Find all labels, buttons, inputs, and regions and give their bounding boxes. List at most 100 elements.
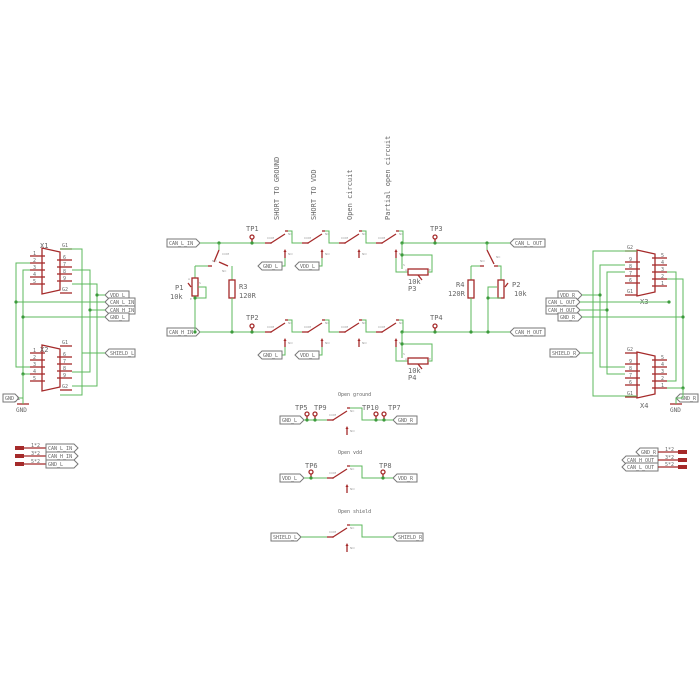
pin-label: S <box>403 352 405 356</box>
can-l-out-label[interactable] <box>509 238 546 248</box>
pin-label: NC <box>325 232 329 236</box>
relay-pivot <box>381 331 383 333</box>
pin-label: NO <box>325 252 330 256</box>
wire <box>606 271 625 375</box>
can-l-out-label-text: CAN_L_OUT <box>515 241 542 247</box>
pin-label: NC <box>399 232 403 236</box>
can-l-in-label-text: CAN_L_IN <box>169 241 193 247</box>
pin-number: 3 <box>661 369 664 375</box>
vdd-l-label[interactable] <box>294 261 320 271</box>
left-net-label[interactable] <box>279 415 305 425</box>
right-net-label-text: SHIELD_R <box>398 535 423 541</box>
bus-wire <box>325 230 339 244</box>
shield-pin-label: G1 <box>627 289 633 295</box>
relay-arm <box>332 527 348 538</box>
test-point-label: TP7 <box>388 404 401 412</box>
pin-number: 6 <box>63 352 66 358</box>
test-point-icon <box>432 323 438 329</box>
test-point-icon <box>249 234 255 240</box>
left-net-label[interactable] <box>279 473 305 483</box>
pin-number: 7 <box>629 271 632 277</box>
shield-l-label[interactable] <box>104 348 136 358</box>
connector-name: X4 <box>640 402 648 410</box>
gnd-r-label[interactable] <box>557 312 583 322</box>
header-net-label[interactable] <box>45 443 79 453</box>
relay-pivot <box>307 242 309 244</box>
right-net-label[interactable] <box>392 415 418 425</box>
gnd-l-label[interactable] <box>257 350 283 360</box>
r4-name: R4 <box>456 281 464 289</box>
dsub-connector <box>41 247 61 295</box>
potentiometer <box>407 357 429 365</box>
left-net-label-text: SHIELD_L <box>273 535 297 541</box>
fault-title: Open ground <box>338 392 371 398</box>
wire <box>22 269 30 375</box>
pin-label: NO <box>350 546 355 550</box>
can-l-out-label[interactable] <box>545 297 581 307</box>
test-point-label: TP6 <box>305 462 318 470</box>
left-net-label-text: VDD_L <box>282 476 297 482</box>
pin-label: COM <box>329 471 336 475</box>
can-h-out-label[interactable] <box>509 327 546 337</box>
header-label: 3*2 <box>31 451 40 457</box>
pin-number: 3 <box>33 265 36 271</box>
junction-node <box>433 330 437 334</box>
gnd-l-label-bottom[interactable] <box>2 393 20 403</box>
can-h-in-label[interactable] <box>166 327 201 337</box>
relay-arm <box>213 249 220 263</box>
wire <box>282 347 286 356</box>
header-net-label[interactable] <box>45 451 79 461</box>
pot-wiper <box>417 274 423 281</box>
pot-wiper <box>417 363 423 370</box>
header-net-label[interactable] <box>621 462 659 472</box>
header-net-label-text: GND_R <box>641 450 657 456</box>
gnd-l-label[interactable] <box>257 261 283 271</box>
bus-wire <box>288 319 302 333</box>
junction-node <box>382 418 386 422</box>
gnd-r-label-bottom[interactable] <box>675 393 699 403</box>
header-net-label[interactable] <box>45 459 79 469</box>
header-label: 1*2 <box>31 443 40 449</box>
shield-pin-label: G2 <box>627 347 633 353</box>
pin-header-icon <box>15 454 24 458</box>
potentiometer-p1 <box>191 277 199 297</box>
pin-label: COM <box>341 325 348 329</box>
left-net-label-text: GND_L <box>282 418 297 424</box>
junction-node <box>193 296 197 300</box>
test-point-icon <box>312 411 318 417</box>
arrow-icon <box>394 249 398 252</box>
wire <box>487 286 501 299</box>
component-line <box>218 261 229 267</box>
resistor-r4 <box>467 279 475 299</box>
right-net-label[interactable] <box>392 532 424 542</box>
can-h-out-label-text: CAN_H_OUT <box>548 308 575 314</box>
resistor-r3 <box>228 279 236 299</box>
pin-number: 4 <box>661 260 664 266</box>
left-net-label[interactable] <box>270 532 302 542</box>
vdd-l-label[interactable] <box>294 350 320 360</box>
pin-header-icon <box>15 446 24 450</box>
can-l-in-label[interactable] <box>166 238 201 248</box>
can-h-in-label-text: CAN_H_IN <box>169 330 193 336</box>
p2-name: P2 <box>512 281 520 289</box>
fault-title: Open vdd <box>338 450 362 456</box>
pin-label: NC <box>288 232 292 236</box>
test-point-label: TP4 <box>430 314 443 322</box>
pin-label: NC <box>288 321 292 325</box>
gnd-l-label[interactable] <box>104 312 130 322</box>
arrow-icon <box>345 484 349 487</box>
relay-arm <box>307 322 323 333</box>
right-net-label[interactable] <box>392 473 418 483</box>
header-net-label-text: CAN_L_OUT <box>627 465 654 471</box>
arrow-icon <box>345 426 349 429</box>
pin-label: NO <box>362 341 367 345</box>
pin-number: 7 <box>63 262 66 268</box>
test-point-label: TP1 <box>246 225 259 233</box>
shield-r-label[interactable] <box>549 348 581 358</box>
test-point-label: TP2 <box>246 314 259 322</box>
pin-label: NC <box>325 321 329 325</box>
pin-label: S <box>403 263 405 267</box>
can-h-out-label[interactable] <box>545 305 581 315</box>
pin-label: NO <box>288 252 293 256</box>
r3-name: R3 <box>239 283 247 291</box>
